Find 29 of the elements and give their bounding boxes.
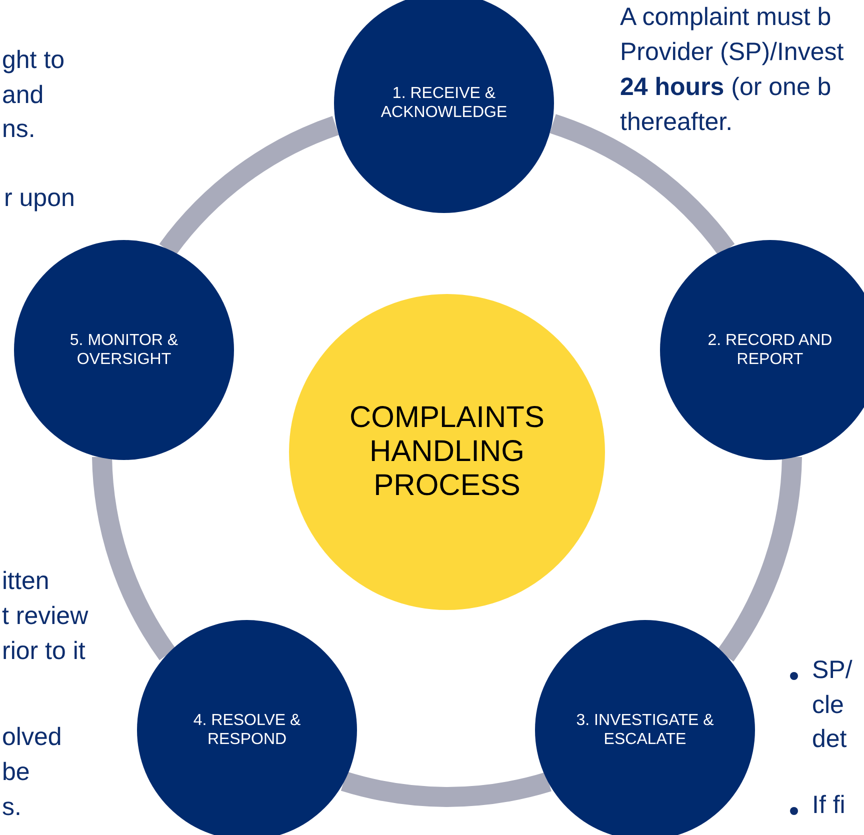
text-fragment: SP/ xyxy=(812,655,852,685)
step-label: 3. INVESTIGATE & ESCALATE xyxy=(575,711,715,749)
text-fragment: be xyxy=(2,757,30,787)
text-fragment: det xyxy=(812,724,847,754)
center-title: COMPLAINTS HANDLING PROCESS xyxy=(348,401,546,503)
text-fragment: ns. xyxy=(2,114,36,144)
text-fragment: itten xyxy=(2,566,50,596)
step-label: 1. RECEIVE & ACKNOWLEDGE xyxy=(380,84,508,122)
step-label: 5. MONITOR & OVERSIGHT xyxy=(68,331,180,369)
text-fragment: rior to it xyxy=(2,636,86,666)
ring-connector xyxy=(92,456,176,660)
ring-connector xyxy=(160,116,340,256)
text-fragment: A complaint must b xyxy=(620,2,832,32)
step-label: 4. RESOLVE & RESPOND xyxy=(192,711,302,749)
ring-connector xyxy=(342,772,551,806)
text-fragment: thereafter. xyxy=(620,107,733,137)
text-fragment: ght to xyxy=(2,45,65,75)
text-fragment: 24 hours (or one b xyxy=(620,72,832,102)
text-fragment: r upon xyxy=(4,183,75,213)
text-fragment: Provider (SP)/Invest xyxy=(620,37,844,67)
step-label: 2. RECORD AND REPORT xyxy=(706,331,834,369)
ring-connector xyxy=(716,456,802,662)
text-fragment: If fi xyxy=(812,790,846,820)
text-fragment: s. xyxy=(2,792,22,822)
text-fragment: t review xyxy=(2,601,88,631)
ring-connector xyxy=(549,114,734,256)
text-fragment: olved xyxy=(2,722,62,752)
text-fragment: and xyxy=(2,80,44,110)
text-fragment: cle xyxy=(812,690,844,720)
